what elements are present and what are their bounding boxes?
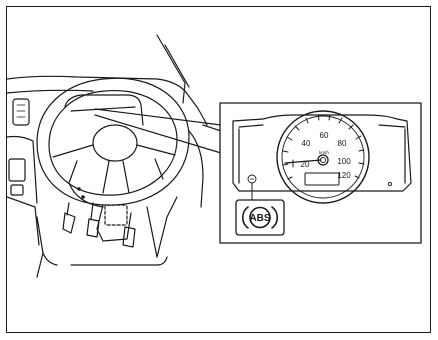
inset-panel: 20 40 60 80 100 120 km/h xyxy=(220,103,421,243)
dashboard-illustration: 20 40 60 80 100 120 km/h xyxy=(7,7,432,334)
dashboard-top xyxy=(7,76,207,125)
illustration-frame: 20 40 60 80 100 120 km/h xyxy=(6,6,431,333)
speed-unit-label: km/h xyxy=(319,150,329,155)
abs-warning-label: ABS xyxy=(249,213,270,224)
dash-vent-left xyxy=(13,99,29,125)
speed-label-60: 60 xyxy=(320,131,329,140)
speed-label-80: 80 xyxy=(338,139,347,148)
steering-column xyxy=(97,205,131,241)
steering-wheel-rim xyxy=(37,78,189,205)
speed-label-40: 40 xyxy=(302,139,311,148)
speed-label-100: 100 xyxy=(337,157,351,166)
a-pillar xyxy=(157,35,185,103)
leader-line xyxy=(95,115,221,153)
car-interior xyxy=(7,35,221,277)
pedal-accelerator xyxy=(123,227,135,247)
abs-warning-icon: ABS xyxy=(236,200,284,235)
pedal-clutch xyxy=(63,213,75,233)
steering-hub xyxy=(93,125,137,161)
